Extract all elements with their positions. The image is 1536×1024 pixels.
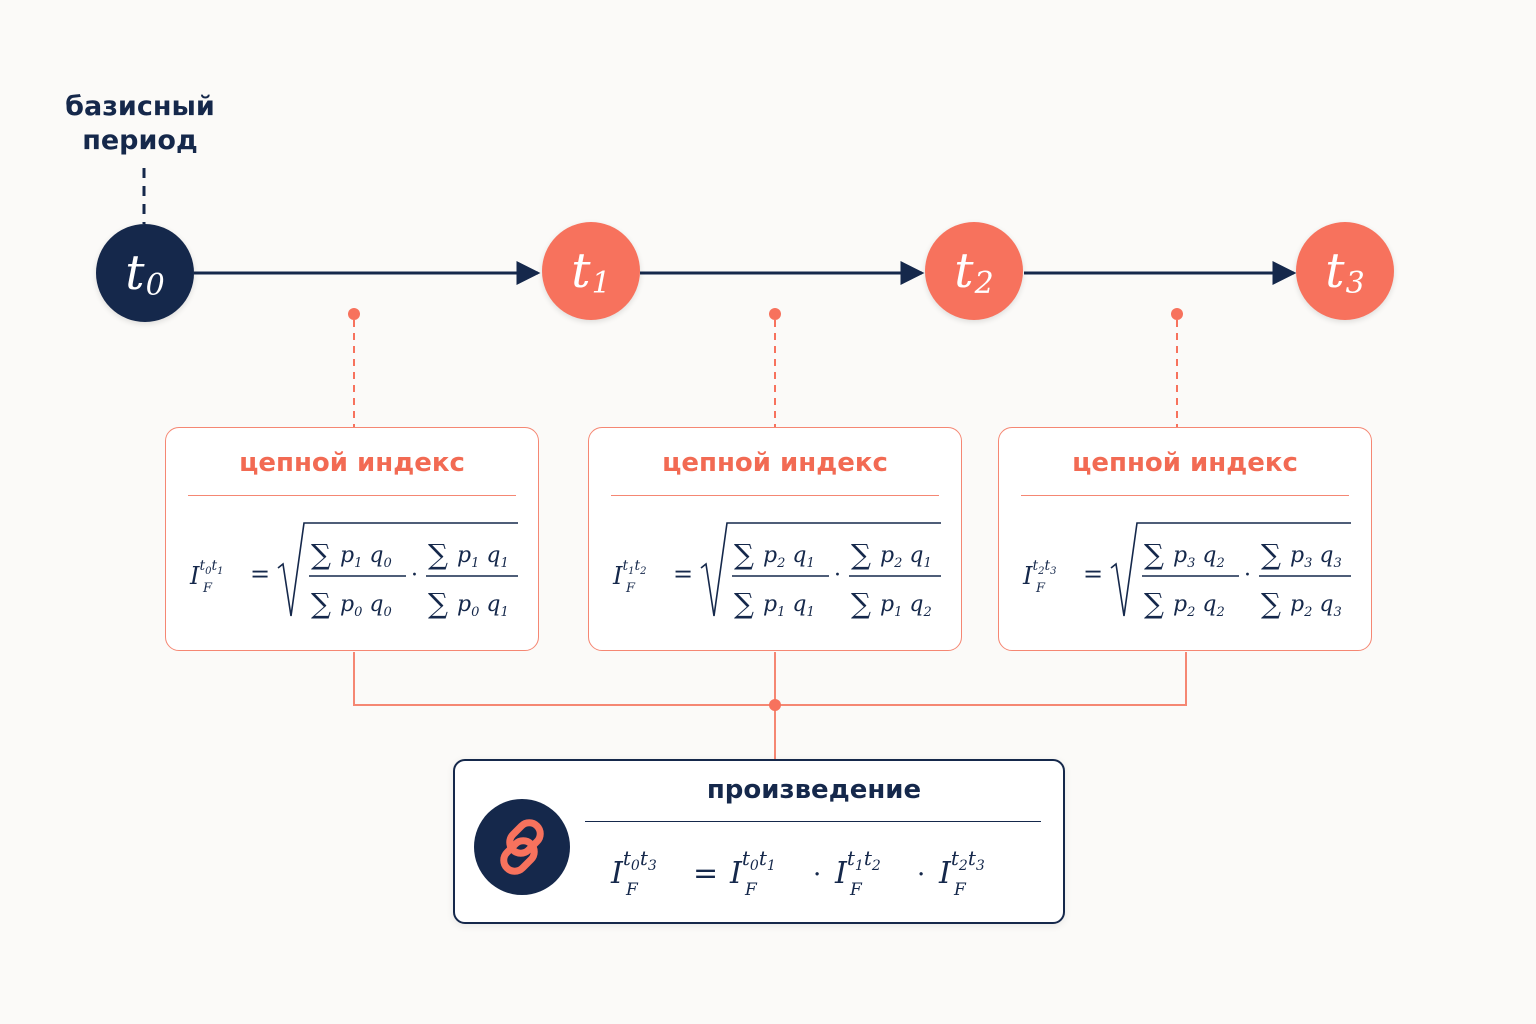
svg-text:p1 q0: p1 q0 — [340, 543, 392, 571]
svg-text:F: F — [953, 880, 967, 900]
chain-index-box-2: цепной индекс It1t2 F = ∑ p2 q1 ∑ p1 q1 … — [588, 427, 962, 651]
svg-text:·: · — [1244, 563, 1251, 588]
svg-text:F: F — [744, 880, 758, 900]
svg-text:p1 q1: p1 q1 — [457, 543, 509, 571]
svg-text:p0 q0: p0 q0 — [340, 592, 392, 620]
svg-text:∑: ∑ — [1261, 587, 1281, 620]
node-subscript: 0 — [145, 267, 165, 303]
svg-text:∑: ∑ — [1144, 587, 1164, 620]
merge-dot — [769, 699, 781, 711]
chain-index-title: цепной индекс — [662, 448, 888, 478]
svg-text:∑: ∑ — [734, 587, 754, 620]
svg-text:p2 q1: p2 q1 — [880, 543, 932, 571]
chain-index-title: цепной индекс — [239, 448, 465, 478]
svg-text:∑: ∑ — [311, 587, 331, 620]
node-letter: t — [571, 243, 591, 299]
svg-text:∑: ∑ — [1144, 538, 1164, 571]
product-box: произведение It0t3 F = It0t1 F · It1t2 F… — [453, 759, 1065, 924]
chain-index-divider — [611, 495, 939, 496]
svg-text:p1 q2: p1 q2 — [880, 592, 932, 620]
svg-text:F: F — [202, 581, 213, 596]
product-title: произведение — [706, 775, 922, 805]
svg-text:p3 q3: p3 q3 — [1290, 543, 1342, 571]
svg-text:∑: ∑ — [734, 538, 754, 571]
svg-text:=: = — [693, 856, 718, 891]
product-divider — [585, 821, 1041, 822]
chain-index-title: цепной индекс — [1072, 448, 1298, 478]
svg-text:=: = — [673, 560, 693, 588]
product-formula: It0t3 F = It0t1 F · It1t2 F · It2t3 F — [610, 846, 985, 900]
chain-link-icon — [474, 799, 570, 895]
svg-text:p3 q2: p3 q2 — [1173, 543, 1225, 571]
chain-index-formula: It2t3 F = ∑ p3 q2 ∑ p2 q2 · ∑ p3 q3 ∑ p2… — [1022, 522, 1351, 620]
node-letter: t — [1325, 243, 1345, 299]
svg-text:∑: ∑ — [1261, 538, 1281, 571]
chain-index-divider — [188, 495, 516, 496]
svg-text:·: · — [813, 860, 821, 890]
base-period-line1: базисный — [65, 91, 215, 122]
node-subscript: 2 — [974, 265, 994, 301]
svg-text:=: = — [1083, 560, 1103, 588]
svg-text:p2 q2: p2 q2 — [1173, 592, 1225, 620]
node-subscript: 1 — [591, 265, 611, 301]
svg-text:F: F — [849, 880, 863, 900]
svg-text:∑: ∑ — [851, 538, 871, 571]
svg-text:p2 q3: p2 q3 — [1290, 592, 1342, 620]
chain-index-box-3: цепной индекс It2t3 F = ∑ p3 q2 ∑ p2 q2 … — [998, 427, 1372, 651]
node-letter: t — [125, 245, 145, 301]
svg-text:p2 q1: p2 q1 — [763, 543, 815, 571]
svg-text:p1 q1: p1 q1 — [763, 592, 815, 620]
anchor-dot-3 — [1171, 308, 1183, 320]
svg-text:p0 q1: p0 q1 — [457, 592, 509, 620]
svg-text:·: · — [411, 563, 418, 588]
svg-text:∑: ∑ — [428, 587, 448, 620]
chain-index-formula: It0t1 F = ∑ p1 q0 ∑ p0 q0 · ∑ p1 q1 ∑ p0… — [189, 522, 518, 620]
anchor-dot-2 — [769, 308, 781, 320]
svg-text:=: = — [250, 560, 270, 588]
svg-text:F: F — [625, 880, 639, 900]
chain-index-formula: It1t2 F = ∑ p2 q1 ∑ p1 q1 · ∑ p2 q1 ∑ p1… — [612, 522, 941, 620]
base-period-label: базисный период — [40, 90, 240, 158]
node-letter: t — [954, 243, 974, 299]
anchor-dot-1 — [348, 308, 360, 320]
svg-text:∑: ∑ — [851, 587, 871, 620]
node-subscript: 3 — [1345, 265, 1365, 301]
svg-text:·: · — [917, 860, 925, 890]
svg-text:F: F — [625, 581, 636, 596]
base-period-line2: период — [82, 125, 198, 156]
svg-text:·: · — [834, 563, 841, 588]
svg-text:F: F — [1035, 581, 1046, 596]
chain-index-divider — [1021, 495, 1349, 496]
svg-text:∑: ∑ — [428, 538, 448, 571]
chain-index-box-1: цепной индекс It0t1 F = ∑ p1 q0 ∑ p0 q0 … — [165, 427, 539, 651]
svg-text:∑: ∑ — [311, 538, 331, 571]
